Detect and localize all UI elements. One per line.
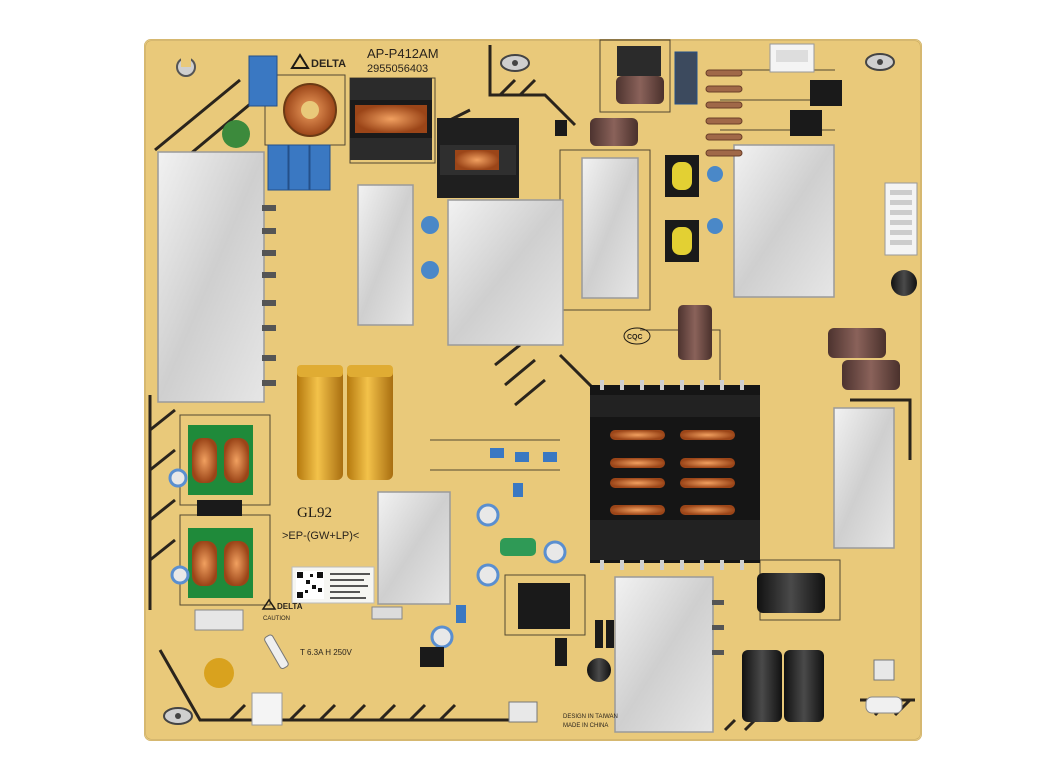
transistors-and-ics [197, 80, 842, 667]
delta-logo-icon [261, 53, 310, 610]
material-code: >EP-(GW+LP)< [282, 530, 359, 542]
series-label: GL92 [297, 505, 332, 521]
mounting-holes [163, 53, 903, 725]
silkscreen-outlines [179, 39, 841, 636]
brand-logo-text: DELTA [311, 58, 346, 70]
resistors [705, 69, 743, 157]
x-capacitors [248, 51, 698, 191]
barcode-label [291, 566, 375, 604]
part-number: 2955056403 [367, 63, 428, 75]
cqc-mark: CQC [623, 327, 651, 345]
origin-line-1: DESIGN IN TAIWAN [563, 714, 618, 720]
standby-transformer [350, 78, 432, 160]
connectors [194, 43, 918, 726]
caution-title: CAUTION [263, 616, 290, 622]
brand-logo-text-2: DELTA [277, 602, 303, 611]
common-mode-chokes [188, 83, 699, 598]
electrolytic-capacitors [587, 46, 917, 722]
heatsink-fins [262, 205, 724, 655]
fuse [264, 634, 289, 669]
origin-line-2: MADE IN CHINA [563, 723, 608, 729]
model-number: AP-P412AM [367, 46, 439, 61]
heatsinks [157, 144, 895, 733]
pfc-transformer [437, 118, 519, 198]
fuse-rating: T 6.3A H 250V [300, 648, 353, 657]
disc-capacitors [168, 120, 723, 688]
bulk-capacitors [297, 365, 393, 480]
svg-text:CQC: CQC [627, 334, 643, 341]
main-transformer [590, 380, 760, 570]
